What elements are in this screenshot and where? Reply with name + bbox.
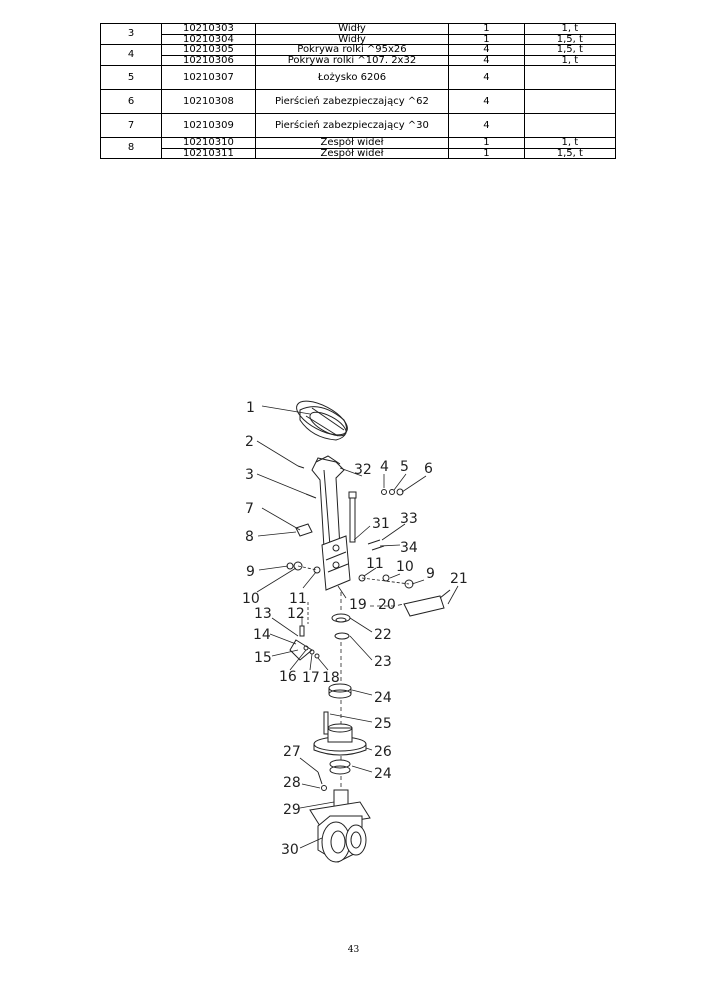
name-cell: Łożysko 6206 <box>254 65 450 90</box>
code-cell: 10210310 <box>161 137 256 149</box>
callout-6: 6 <box>424 461 433 477</box>
callout-19: 19 <box>349 597 367 613</box>
callout-28: 28 <box>283 775 301 791</box>
position-cell: 6 <box>99 89 163 114</box>
callout-29: 29 <box>283 802 301 818</box>
code-cell: 10210308 <box>161 89 256 114</box>
code-cell: 10210311 <box>161 147 256 159</box>
callout-11-left: 11 <box>289 591 307 607</box>
rod-part <box>348 491 357 543</box>
quantity-cell: 4 <box>448 113 525 138</box>
callout-14: 14 <box>253 627 271 643</box>
callout-13: 13 <box>254 606 272 622</box>
callout-31: 31 <box>372 516 390 532</box>
note-cell <box>523 89 617 114</box>
bearing-part-24 <box>328 683 352 699</box>
code-cell: 10210309 <box>161 113 256 138</box>
callout-20: 20 <box>378 597 396 613</box>
bearing-part-24-lower <box>329 759 351 775</box>
note-cell: 1, t <box>523 137 617 149</box>
callout-10-left: 10 <box>242 591 260 607</box>
tiller-head-part <box>296 400 348 441</box>
callout-34: 34 <box>400 540 418 556</box>
name-cell: Pierścień zabezpieczający ^30 <box>254 113 450 138</box>
callout-24-upper: 24 <box>374 690 392 706</box>
callout-9-left: 9 <box>246 564 255 580</box>
callout-25: 25 <box>374 716 392 732</box>
callout-1: 1 <box>246 400 255 416</box>
block-part-7 <box>295 523 313 537</box>
pedal-part <box>403 589 451 617</box>
callout-9-right: 9 <box>426 566 435 582</box>
position-cell: 7 <box>99 113 163 138</box>
callout-18: 18 <box>322 670 340 686</box>
callout-3: 3 <box>245 467 254 483</box>
callout-7: 7 <box>245 501 254 517</box>
callout-17: 17 <box>302 670 320 686</box>
callout-12: 12 <box>287 606 305 622</box>
callout-27: 27 <box>283 744 301 760</box>
callout-26: 26 <box>374 744 392 760</box>
note-cell: 1,5, t <box>523 147 617 159</box>
callout-16: 16 <box>279 669 297 685</box>
bolt-part-25 <box>323 711 329 735</box>
callout-10-right: 10 <box>396 559 414 575</box>
quantity-cell: 4 <box>448 89 525 114</box>
callout-5: 5 <box>400 459 409 475</box>
handle-part <box>311 455 345 549</box>
callout-4: 4 <box>380 459 389 475</box>
callout-23: 23 <box>374 654 392 670</box>
callout-33: 33 <box>400 511 418 527</box>
callout-labels: 1 2 3 7 8 9 10 11 32 4 5 6 31 33 34 11 1… <box>242 400 468 858</box>
wheel-assembly-part-30 <box>309 789 371 863</box>
flange-part-26 <box>313 723 367 756</box>
callout-8: 8 <box>245 529 254 545</box>
callout-30: 30 <box>281 842 299 858</box>
leader-lines <box>256 405 459 849</box>
ring-part-23 <box>334 632 350 640</box>
code-cell: 10210307 <box>161 65 256 90</box>
callout-24-lower: 24 <box>374 766 392 782</box>
callout-21: 21 <box>450 571 468 587</box>
bracket-part <box>321 535 351 591</box>
callout-2: 2 <box>245 434 254 450</box>
page-number: 43 <box>347 945 360 955</box>
callout-11-right: 11 <box>366 556 384 572</box>
callout-32: 32 <box>354 462 372 478</box>
callout-22: 22 <box>374 627 392 643</box>
callout-15: 15 <box>254 650 272 666</box>
note-cell <box>523 113 617 138</box>
name-cell: Pierścień zabezpieczający ^62 <box>254 89 450 114</box>
